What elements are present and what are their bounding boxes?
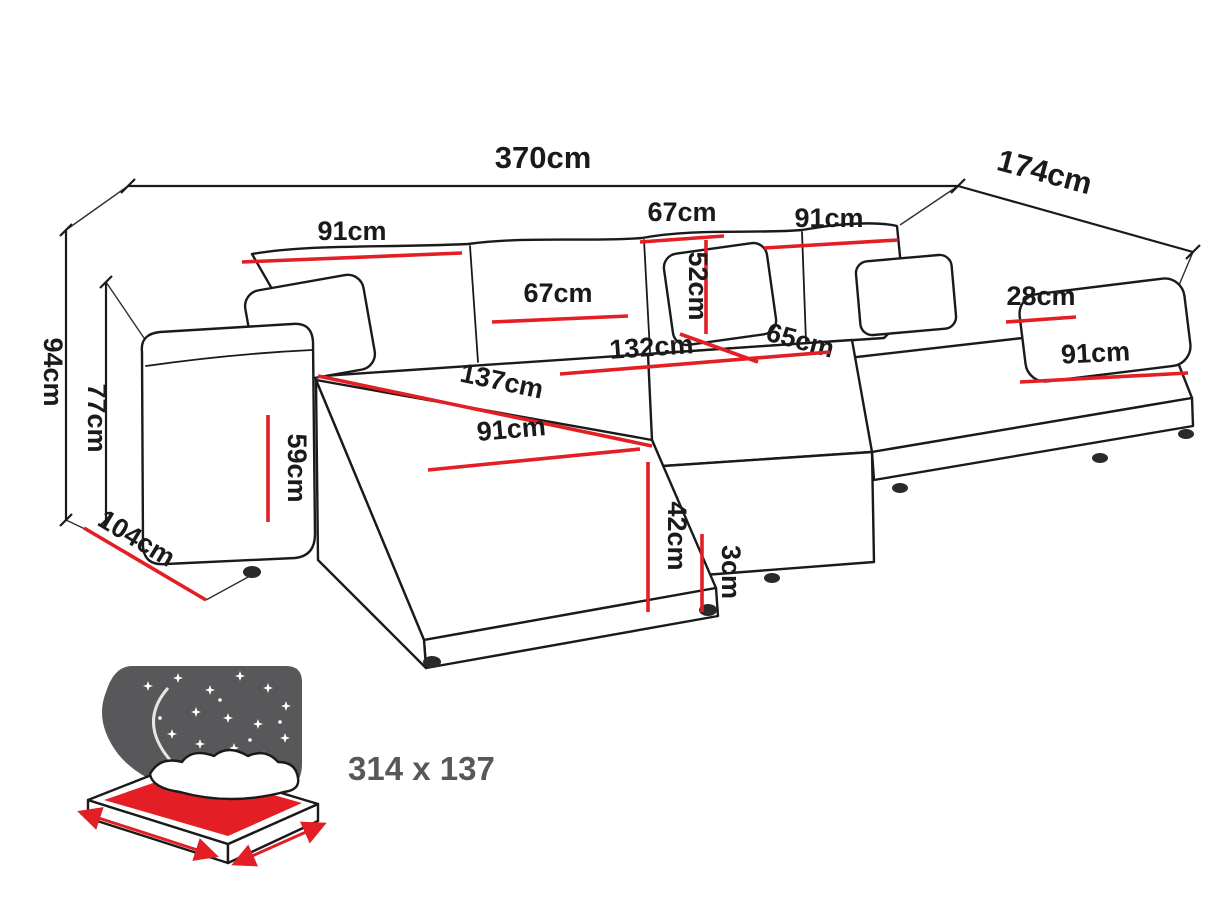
dim-back-right-label: 91cm [794,203,863,233]
dim-cushion-width-label: 67cm [523,278,592,308]
dimension-line-total-depth [957,184,1194,254]
star-dot [278,720,282,724]
bed-width-arrow [231,821,327,867]
dimension-line-back-right [763,238,899,250]
left-chaise-side-face [314,378,428,670]
dim-back-top-label: 67cm [647,197,716,227]
leg [423,656,441,668]
backrest-seam [643,239,651,353]
dimension-line-back-top [639,234,725,244]
projection-line [65,185,129,231]
dim-total-depth-label: 174cm [994,142,1096,201]
red-dimension-lines: 91cm 67cm 91cm 52cm 67cm 28cm 65cm 132cm… [83,197,1189,612]
star-dot [158,716,162,720]
projection-line [899,185,959,226]
bed-length-arrow [77,807,219,861]
dim-armrest-height-label: 59cm [282,433,312,502]
sleeping-function-icon [77,666,327,867]
dimension-line-back-left [241,251,463,264]
right-armrest [1018,277,1192,383]
sofa-drawing [140,222,1195,670]
dim-cushion-height-label: 52cm [683,251,713,320]
projection-line [205,575,251,601]
dimension-line-armrest-width [1005,315,1077,324]
dim-right-seat-label: 91cm [1060,336,1131,370]
dim-armrest-width-label: 28cm [1006,281,1075,311]
dimension-line-left-seat [427,447,641,472]
dim-total-width-label: 370cm [495,140,592,175]
dimension-line-right-seat [1019,371,1189,384]
dim-seat-height-label: 42cm [662,501,692,570]
dimension-line-middle-seat [559,350,831,376]
projection-line [105,281,145,339]
left-armrest [140,322,317,566]
armrest-top-edge [145,349,313,367]
star-dot [248,738,252,742]
leg [1178,429,1194,439]
blanket [148,748,300,801]
dimension-line-side-depth [83,526,207,602]
sleeping-area-label: 314 x 137 [348,750,495,787]
dimension-line-chaise-length [317,374,653,448]
dim-backrest-height-label: 77cm [82,383,112,452]
dim-leg-height-label: 3cm [716,545,746,599]
tick [99,513,113,527]
leg [1092,453,1108,463]
sleeping-surface [104,771,302,836]
backrest-seam [469,245,479,363]
dim-back-left-label: 91cm [317,216,386,246]
moon-crescent-icon [152,687,172,761]
dim-middle-seat-label: 132cm [608,329,694,365]
dim-total-height-label: 94cm [38,337,68,406]
sofa-legs [243,429,1194,668]
dimension-line-cushion-width [491,314,629,324]
back-pillow-middle [662,241,778,347]
leg [892,483,908,493]
dim-left-seat-label: 91cm [476,411,547,447]
leg [243,566,261,578]
back-pillow-right [854,253,958,337]
star-dot [218,698,222,702]
backrest-seam [801,231,807,343]
projection-line [65,519,86,530]
leg [764,573,780,583]
